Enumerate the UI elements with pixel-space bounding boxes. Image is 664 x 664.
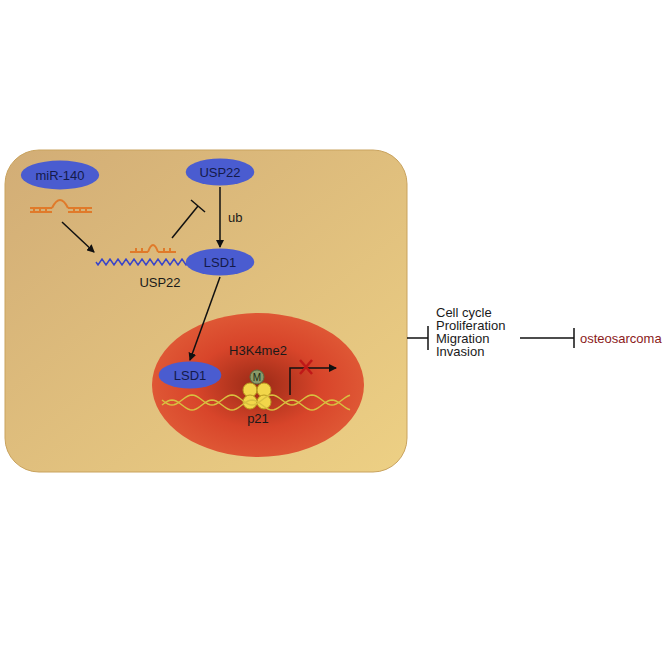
mirna-bound: [130, 245, 176, 252]
connector-arrow: [190, 277, 220, 360]
molecule-label: M: [253, 372, 261, 383]
node-text: LSD1: [204, 255, 237, 270]
process-label: Proliferation: [436, 318, 505, 333]
process-label: Migration: [436, 331, 489, 346]
inhibition: [172, 200, 205, 238]
connector-arrow: [219, 187, 221, 247]
protein-ellipse: LSD1: [185, 248, 255, 276]
process-label: Invasion: [436, 344, 484, 359]
molecule-label: H3K4me2: [229, 343, 287, 358]
molecule-label: p21: [247, 411, 269, 426]
protein-ellipse: miR-140: [20, 160, 100, 190]
cell-body: [5, 150, 407, 472]
outcome-label: osteosarcoma: [580, 331, 662, 346]
node-text: miR-140: [35, 168, 84, 183]
node-text: USP22: [199, 165, 240, 180]
node-text: LSD1: [174, 368, 207, 383]
protein-ellipse: USP22: [185, 158, 255, 186]
mirna-hairpin: [30, 200, 92, 212]
transcription-arrow: [290, 368, 336, 395]
dna-strand: [162, 395, 350, 405]
dna-strand: [162, 400, 350, 410]
block-cross: [300, 360, 312, 374]
protein-ellipse: LSD1: [158, 361, 222, 389]
nucleus: [152, 313, 364, 457]
arrow: [62, 222, 94, 252]
molecule-label: USP22: [139, 275, 180, 290]
edge-label: ub: [228, 210, 242, 225]
methyl-mark: [250, 370, 264, 384]
process-label: Cell cycle: [436, 305, 492, 320]
